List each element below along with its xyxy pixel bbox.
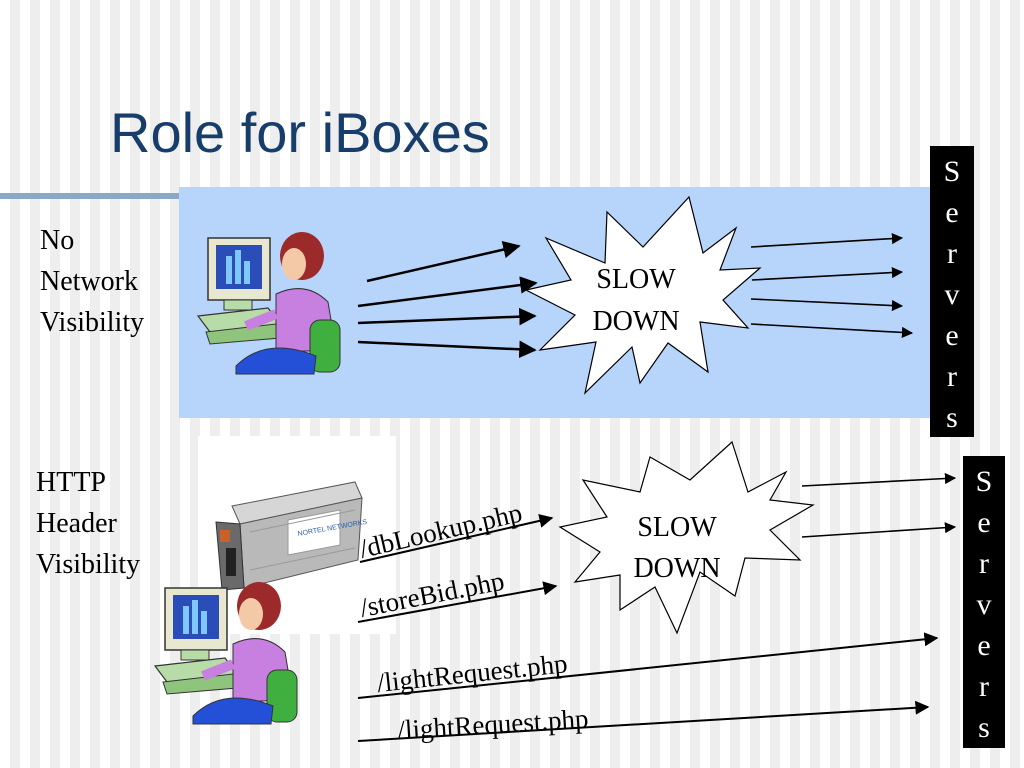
arrow: [750, 298, 904, 312]
no-network-visibility-label: No Network Visibility: [40, 220, 144, 343]
request-label-lightrequest: /lightRequest.php: [397, 703, 590, 745]
title-rule: [0, 193, 182, 199]
arrow: [357, 307, 537, 326]
request-label-storebid: /storeBid.php: [357, 566, 506, 623]
servers-box-bottom: S e r v e r s: [963, 456, 1005, 748]
burst-text-line: SLOW: [596, 264, 676, 295]
label-line: Visibility: [36, 549, 141, 580]
burst-text-line: DOWN: [592, 306, 679, 337]
servers-box-top: S e r v e r s: [930, 146, 974, 437]
bottom-arrows: [357, 472, 957, 742]
servers-letter: v: [976, 588, 992, 621]
slow-down-burst-icon: SLOW DOWN: [524, 195, 762, 395]
arrow-to-servers: [801, 472, 957, 487]
burst-text-line: DOWN: [633, 553, 720, 584]
servers-letter: s: [946, 401, 958, 434]
request-label-dblookup: /dbLookup.php: [357, 497, 525, 564]
servers-letter: r: [947, 237, 957, 270]
label-line: No: [40, 225, 75, 256]
servers-letter: v: [944, 278, 960, 311]
servers-letter: r: [947, 360, 957, 393]
label-line: Visibility: [40, 307, 145, 338]
slide-title: Role for iBoxes: [110, 101, 490, 164]
servers-letter: S: [943, 155, 961, 188]
servers-letter: e: [977, 629, 991, 662]
arrow: [357, 276, 538, 308]
arrow: [751, 266, 904, 281]
servers-letter: s: [978, 711, 990, 744]
arrow-lightrequest-2: [357, 700, 930, 742]
servers-letter: e: [945, 196, 959, 229]
servers-letter: r: [979, 670, 989, 703]
arrow-lightrequest-1: [357, 632, 939, 699]
servers-letter: e: [945, 319, 959, 352]
label-line: Header: [36, 508, 117, 539]
servers-letter: e: [977, 506, 991, 539]
arrow: [366, 241, 521, 283]
label-line: Network: [40, 266, 138, 297]
request-label-lightrequest: /lightRequest.php: [375, 648, 568, 698]
arrow: [750, 233, 904, 248]
person-at-computer-icon: [153, 582, 298, 725]
arrow-dblookup: [359, 513, 554, 563]
http-header-visibility-label: HTTP Header Visibility: [36, 462, 140, 585]
top-incoming-arrows: [357, 241, 538, 359]
network-appliance-icon: NORTEL NETWORKS: [215, 481, 368, 591]
burst-text-line: SLOW: [637, 512, 717, 543]
servers-letter: r: [979, 547, 989, 580]
top-outgoing-arrows: [750, 233, 914, 339]
person-at-computer-icon: [196, 232, 341, 375]
arrow: [750, 323, 914, 339]
slow-down-burst-icon: SLOW DOWN: [558, 440, 815, 635]
arrow-storebid: [357, 581, 558, 623]
arrow-to-servers: [801, 522, 957, 538]
servers-letter: S: [975, 465, 993, 498]
label-line: HTTP: [36, 467, 106, 498]
arrow: [357, 340, 537, 359]
